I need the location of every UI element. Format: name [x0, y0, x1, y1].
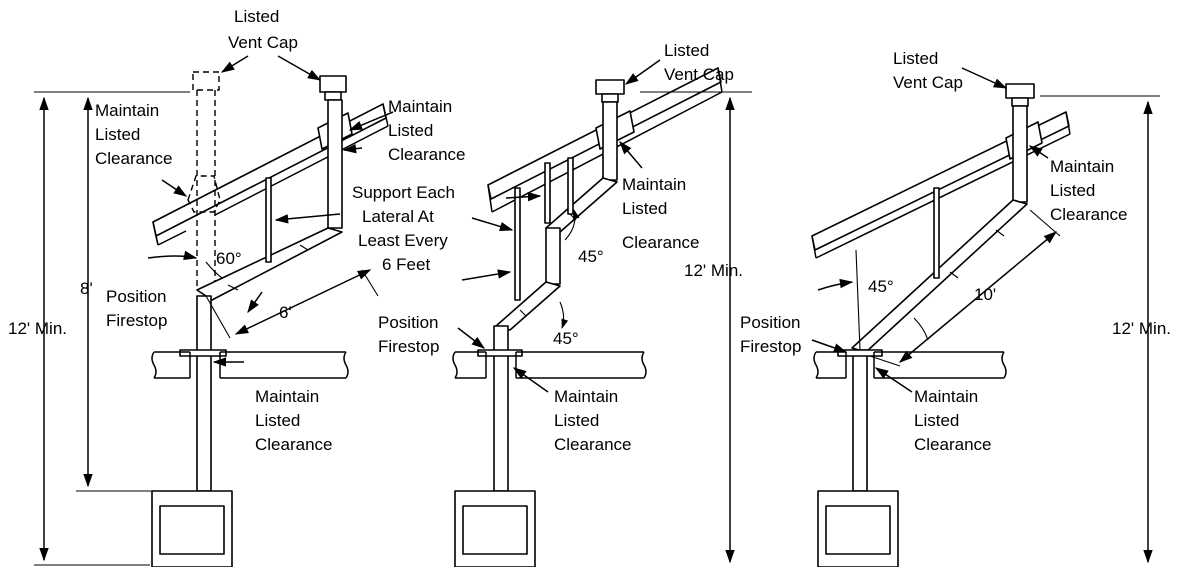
angle-45-2b: 45° — [553, 329, 579, 348]
leaders-3 — [811, 67, 1049, 393]
label-maintain-clearance-3b: Maintain Listed Clearance — [914, 387, 992, 454]
label-position-firestop-3: Position Firestop — [740, 313, 805, 356]
vent-cap-2 — [595, 79, 625, 103]
dim-12-min-1: 12' Min. — [8, 319, 67, 338]
lower-pipe-3 — [852, 349, 868, 492]
leaders-2 — [457, 59, 661, 393]
dashed-straight-vent-1 — [187, 71, 221, 290]
label-maintain-clearance-3a: Maintain Listed Clearance — [1050, 157, 1128, 224]
dimension-lines-1 — [34, 91, 379, 566]
dimension-lines-2 — [640, 91, 752, 564]
ceiling-1 — [151, 351, 349, 379]
figure-1-sixty-degree-offset: Listed Vent Cap Maintain Listed Clearanc… — [8, 7, 466, 567]
ceiling-2 — [452, 351, 647, 379]
angle-60-1: 60° — [216, 249, 242, 268]
support-1 — [265, 177, 272, 263]
label-maintain-clearance-1c: Maintain Listed Clearance — [255, 387, 333, 454]
figure-3-long-lateral: Listed Vent Cap Maintain Listed Clearanc… — [740, 49, 1171, 567]
vent-cap-3 — [1005, 83, 1035, 107]
support-2b — [544, 162, 551, 224]
dim-10ft: 10' — [974, 285, 996, 304]
label-listed-vent-cap-3: Listed Vent Cap — [893, 49, 963, 92]
firestop-2 — [477, 349, 523, 357]
upper-lateral-2 — [545, 177, 618, 233]
upper-pipe-1 — [327, 99, 343, 229]
label-support-each-lateral: Support Each Lateral At Least Every 6 Fe… — [352, 183, 460, 274]
lower-lateral-2 — [495, 281, 561, 331]
firestop-1 — [179, 349, 227, 357]
label-position-firestop-2: Position Firestop — [378, 313, 443, 356]
dim-12-min-3: 12' Min. — [1112, 319, 1171, 338]
dimension-lines-3 — [817, 95, 1160, 564]
label-maintain-clearance-1a: Maintain Listed Clearance — [95, 101, 173, 168]
figure-2-double-offset: Listed Vent Cap Maintain Listed Clearanc… — [378, 41, 752, 567]
lower-pipe-1 — [196, 295, 212, 492]
dim-8ft: 8' — [80, 279, 93, 298]
appliance-3 — [817, 490, 899, 567]
support-2c — [567, 157, 574, 215]
label-maintain-clearance-2a: Maintain Listed Clearance — [622, 175, 700, 252]
label-listed-vent-cap-1: Listed Vent Cap — [228, 7, 298, 52]
upper-pipe-2 — [602, 101, 618, 181]
dim-12-min-2: 12' Min. — [684, 261, 743, 280]
dim-6ft: 6' — [279, 303, 292, 322]
angle-45-2a: 45° — [578, 247, 604, 266]
appliance-1 — [151, 490, 233, 567]
upper-pipe-3 — [1012, 105, 1028, 203]
label-position-firestop-1: Position Firestop — [106, 287, 171, 330]
angle-45-3: 45° — [868, 277, 894, 296]
label-maintain-clearance-2b: Maintain Listed Clearance — [554, 387, 632, 454]
middle-pipe-2 — [545, 227, 561, 285]
support-3 — [933, 187, 940, 279]
vent-cap-1 — [319, 75, 347, 101]
support-2a — [514, 187, 521, 301]
leaders-1 — [161, 55, 394, 367]
label-listed-vent-cap-2: Listed Vent Cap — [664, 41, 734, 84]
label-maintain-clearance-1b: Maintain Listed Clearance — [388, 97, 466, 164]
appliance-2 — [454, 490, 536, 567]
